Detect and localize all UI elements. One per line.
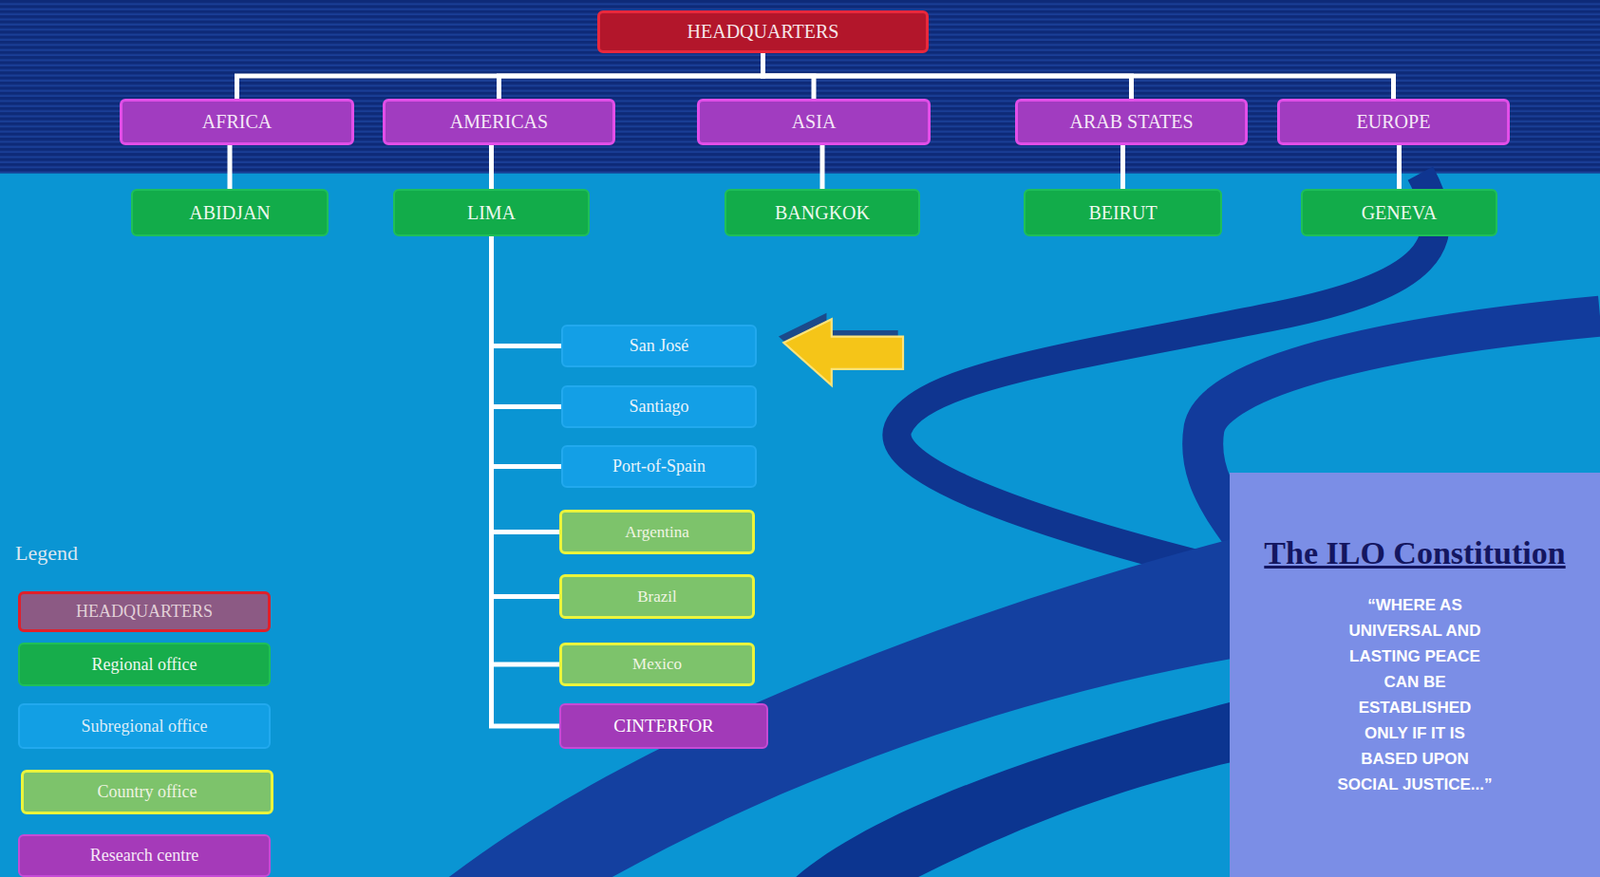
connector-line bbox=[491, 236, 561, 598]
connector-line bbox=[820, 145, 826, 189]
legend-swatch: Research centre bbox=[18, 834, 271, 877]
subregional-office-box: Santiago bbox=[561, 385, 757, 429]
quote-panel: The ILO Constitution “WHERE AS UNIVERSAL … bbox=[1229, 472, 1600, 877]
connector-line bbox=[1396, 145, 1402, 189]
node-label: Santiago bbox=[629, 396, 690, 417]
node-label: AMERICAS bbox=[450, 111, 548, 133]
regional-office-box: LIMA bbox=[393, 188, 590, 237]
header-band bbox=[0, 0, 1600, 174]
connector-line bbox=[763, 53, 1394, 99]
swoosh bbox=[795, 694, 1265, 877]
quote-text: “WHERE AS UNIVERSAL AND LASTING PEACE CA… bbox=[1335, 592, 1495, 798]
node-label: BANGKOK bbox=[774, 202, 870, 225]
pointer-arrow bbox=[783, 319, 904, 386]
subregional-office-box: Port-of-Spain bbox=[561, 445, 757, 489]
connector-line bbox=[491, 236, 561, 727]
region-box: EUROPE bbox=[1277, 98, 1510, 146]
research-centre-box: CINTERFOR bbox=[559, 703, 769, 750]
region-box: AFRICA bbox=[119, 98, 355, 146]
connector-line bbox=[491, 236, 563, 468]
legend-heading: Legend bbox=[15, 541, 78, 566]
node-label: BEIRUT bbox=[1088, 202, 1157, 225]
legend-label: HEADQUARTERS bbox=[75, 602, 213, 622]
legend-label: Regional office bbox=[91, 655, 197, 676]
regional-office-box: BANGKOK bbox=[724, 188, 921, 237]
country-office-box: Argentina bbox=[559, 509, 755, 555]
regional-office-box: GENEVA bbox=[1300, 188, 1498, 237]
node-label: Argentina bbox=[624, 523, 690, 543]
connector-line bbox=[499, 53, 764, 99]
node-label: AFRICA bbox=[202, 111, 272, 133]
node-label: EUROPE bbox=[1356, 111, 1431, 133]
node-label: HEADQUARTERS bbox=[687, 20, 840, 43]
region-box: ASIA bbox=[696, 98, 931, 146]
node-label: San José bbox=[629, 336, 690, 357]
connector-line bbox=[1120, 145, 1126, 189]
legend-swatch: Country office bbox=[20, 770, 274, 815]
connector-line bbox=[491, 236, 561, 533]
country-office-box: Mexico bbox=[559, 642, 755, 687]
connector-line bbox=[491, 236, 561, 665]
node-label: Port-of-Spain bbox=[612, 456, 706, 477]
legend-label: Subregional office bbox=[80, 716, 208, 737]
connector-line bbox=[491, 236, 563, 408]
region-box: AMERICAS bbox=[382, 98, 616, 146]
node-label: ARAB STATES bbox=[1069, 111, 1193, 133]
swoosh bbox=[449, 530, 1266, 877]
node-label: LIMA bbox=[467, 202, 516, 225]
connector-line bbox=[489, 145, 494, 189]
node-label: ASIA bbox=[791, 111, 837, 133]
region-box: ARAB STATES bbox=[1015, 98, 1248, 146]
node-label: Brazil bbox=[637, 587, 678, 607]
country-office-box: Brazil bbox=[559, 574, 755, 620]
regional-office-box: ABIDJAN bbox=[131, 188, 329, 237]
legend-swatch: Regional office bbox=[18, 642, 271, 687]
regional-office-box: BEIRUT bbox=[1023, 188, 1223, 237]
panel-title: The ILO Constitution bbox=[1263, 535, 1565, 572]
headquarters-box: HEADQUARTERS bbox=[597, 10, 929, 54]
connector-line bbox=[237, 53, 764, 99]
legend-label: Research centre bbox=[90, 846, 199, 866]
node-label: Mexico bbox=[632, 655, 682, 675]
connector-line bbox=[227, 145, 233, 189]
connector-line bbox=[491, 236, 563, 347]
node-label: CINTERFOR bbox=[613, 715, 715, 737]
node-label: GENEVA bbox=[1361, 202, 1438, 225]
node-label: ABIDJAN bbox=[188, 202, 271, 225]
subregional-office-box: San José bbox=[561, 324, 757, 368]
legend-swatch: Subregional office bbox=[18, 703, 271, 750]
legend-swatch: HEADQUARTERS bbox=[18, 591, 271, 633]
legend-label: Country office bbox=[96, 782, 197, 803]
